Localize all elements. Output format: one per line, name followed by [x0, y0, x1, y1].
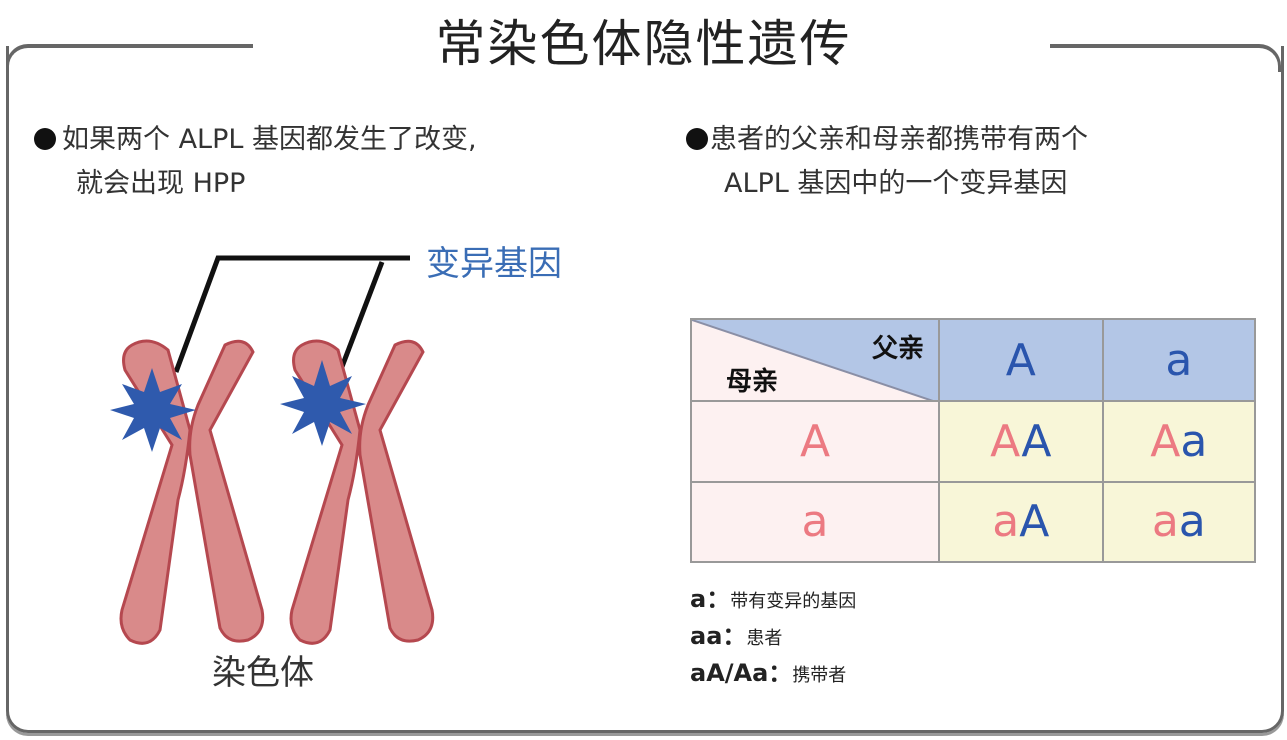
pointer-line-1 — [173, 255, 410, 373]
father-label: 父亲 — [871, 334, 924, 364]
frame-top-right — [1050, 44, 1281, 72]
mutation-gene-label: 变异基因 — [426, 244, 562, 284]
diagonal-split — [693, 321, 937, 399]
chromosome-label: 染色体 — [212, 653, 314, 693]
punnett-cell-AA: AA — [938, 400, 1104, 483]
right-bullet-line2: ALPL 基因中的一个变异基因 — [724, 168, 1068, 199]
frame-top-left — [6, 44, 253, 72]
left-bullet-line2: 就会出现 HPP — [76, 168, 246, 199]
chromosome-illustration — [110, 255, 435, 645]
left-bullet-line1: 如果两个 ALPL 基因都发生了改变, — [62, 124, 477, 155]
punnett-cell-Aa: Aa — [1101, 400, 1257, 483]
punnett-cell-aa: aa — [1101, 480, 1257, 563]
left-bullet: 如果两个 ALPL 基因都发生了改变, 就会出现 HPP — [34, 118, 477, 206]
bullet-dot-icon — [686, 128, 708, 150]
father-allele-2: a — [1101, 318, 1257, 402]
bullet-dot-icon — [34, 128, 56, 150]
punnett-corner: 父亲 母亲 — [690, 318, 940, 402]
punnett-cell-aA: aA — [938, 480, 1104, 563]
page-title: 常染色体隐性遗传 — [435, 15, 852, 73]
right-bullet: 患者的父亲和母亲都携带有两个 ALPL 基因中的一个变异基因 — [686, 118, 1088, 206]
mother-allele-2: a — [690, 480, 940, 563]
pointer-line-2 — [337, 261, 385, 373]
legend-item: a：带有变异的基因 — [690, 585, 857, 613]
father-allele-1: A — [938, 318, 1104, 402]
outer-frame — [6, 46, 1284, 733]
mother-label: 母亲 — [726, 367, 779, 397]
punnett-square: 父亲 母亲 A a A AA Aa a aA aa — [690, 318, 1257, 563]
chromosome-pair-2 — [289, 339, 435, 645]
mutation-star-icon-2 — [280, 360, 366, 446]
legend-item: aa：患者 — [690, 622, 783, 650]
legend: a：带有变异的基因 aa：患者 aA/Aa：携带者 — [690, 582, 856, 693]
mother-allele-1: A — [690, 400, 940, 483]
chromosome-pair-1 — [119, 339, 265, 645]
legend-item: aA/Aa：携带者 — [690, 659, 847, 687]
mutation-star-icon-1 — [110, 368, 196, 452]
right-bullet-line1: 患者的父亲和母亲都携带有两个 — [710, 124, 1088, 155]
